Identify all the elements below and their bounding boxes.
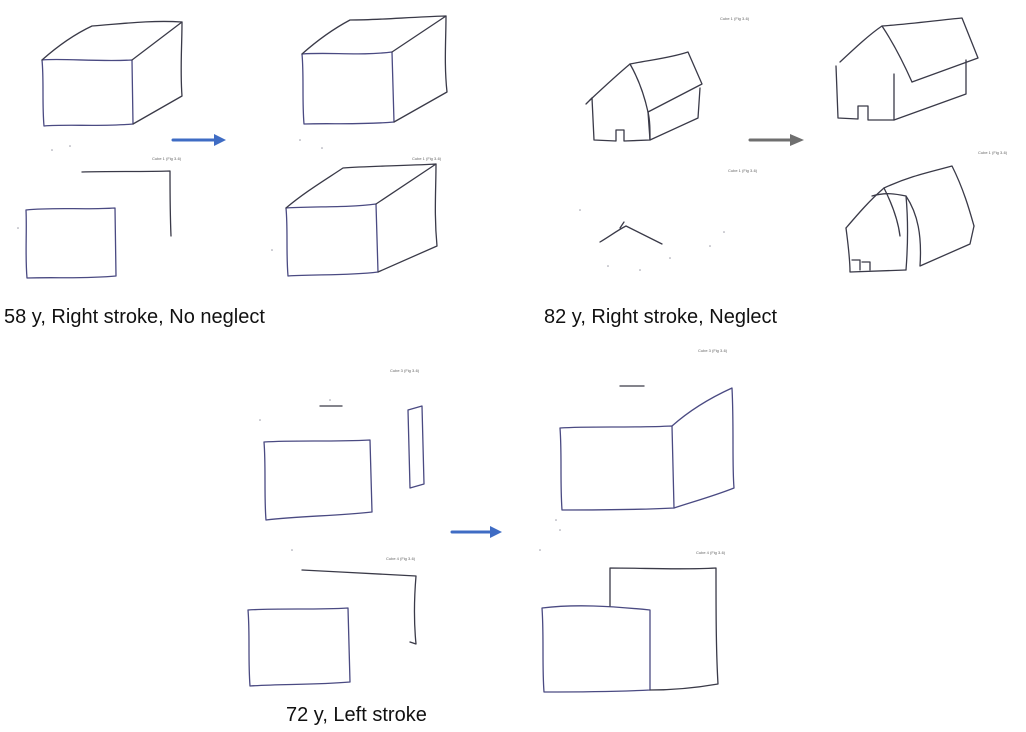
model-cube-sparse-drawing [263, 405, 425, 521]
arrow-right-blue [171, 134, 226, 146]
sheet-label: Cube 1 (Fig 3-6) [152, 156, 182, 161]
model-cube-sparse-drawing-2 [247, 569, 417, 687]
arrow-right-gray [748, 134, 804, 146]
panel-neglect: Cube 1 (Fig 3-6) Cube 1 (Fig 3-6) Cube 1… [560, 0, 1026, 300]
arrow-right-blue-2 [450, 526, 502, 538]
sheet-label: Cube 1 (Fig 3-6) [412, 156, 442, 161]
fragmented-house-drawing [579, 209, 725, 271]
caption-top-right: 82 y, Right stroke, Neglect [544, 306, 778, 328]
sheet-label: Cube 4 (Fig 3-6) [696, 550, 726, 555]
sheet-label: Cube 1 (Fig 3-6) [720, 16, 750, 21]
sheet-label: Cube 1 (Fig 3-6) [978, 150, 1008, 155]
model-house-drawing [585, 51, 703, 142]
copy-cube-drawing-top [559, 385, 735, 511]
panel-left-stroke-drawings [247, 385, 735, 693]
copy-house-drawing-top [835, 17, 979, 121]
panel-left-stroke: Cube 3 (Fig 3-6) Cube 3 (Fig 3-6) Cube 4… [230, 340, 770, 700]
copy-cube-drawing-bottom [541, 567, 719, 693]
sheet-label: Cube 3 (Fig 3-6) [390, 368, 420, 373]
caption-bottom: 72 y, Left stroke [286, 704, 427, 726]
sheet-label: Cube 4 (Fig 3-6) [386, 556, 416, 561]
copy-cube-drawing-top [301, 15, 448, 125]
caption-top-left: 58 y, Right stroke, No neglect [4, 306, 265, 328]
panel-neglect-drawings [579, 17, 979, 273]
panel-no-neglect: Cube 1 (Fig 3-6) Cube 1 (Fig 3-6) [0, 0, 460, 300]
panel-no-neglect-drawings [17, 15, 448, 279]
sheet-label: Cube 1 (Fig 3-6) [728, 168, 758, 173]
sheet-label: Cube 3 (Fig 3-6) [698, 348, 728, 353]
incomplete-cube-drawing [25, 170, 172, 279]
copy-cube-drawing-bottom [285, 163, 438, 277]
model-cube-drawing [41, 20, 183, 127]
copy-house-drawing-bottom [845, 165, 975, 273]
